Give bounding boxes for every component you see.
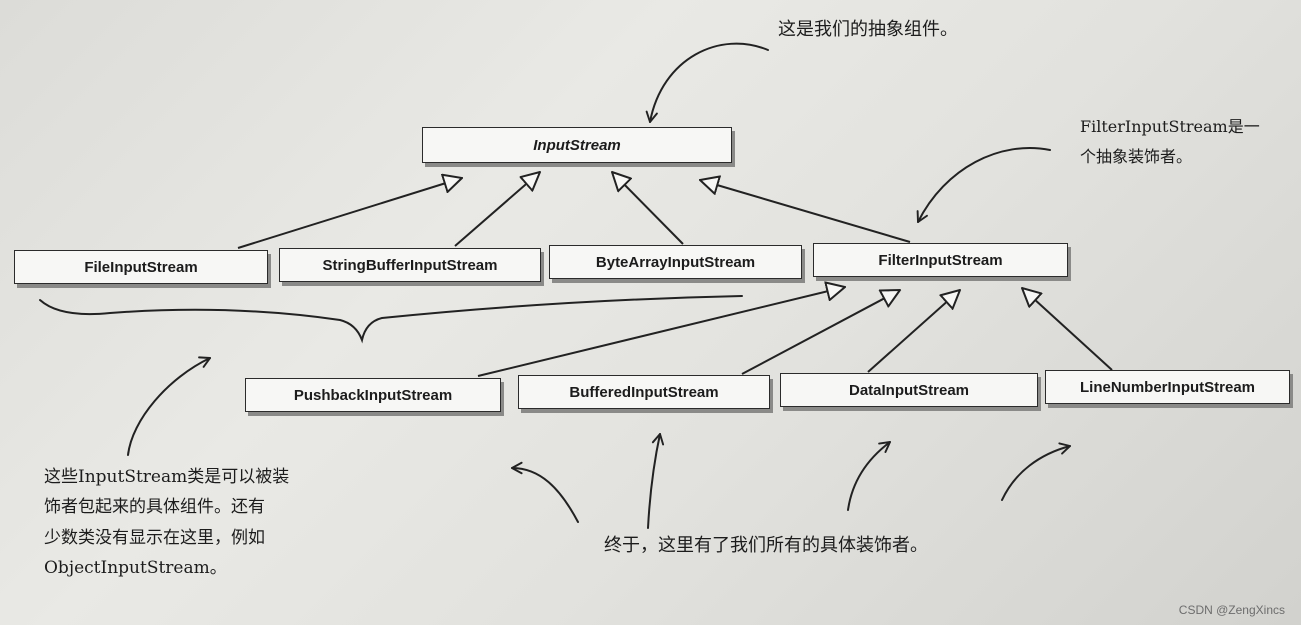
pointer-arrow-abstract-decorator — [916, 147, 1051, 223]
class-filter-input-stream: FilterInputStream — [813, 243, 1068, 277]
inherit-edge-filter-input-stream — [700, 180, 911, 243]
note-abstract-decorator-line2: 个抽象装饰者。 — [1080, 146, 1193, 166]
pointer-arrow-decorator-pushback — [511, 461, 579, 523]
note-concrete-components-line3: 少数类没有显示在这里，例如 — [44, 527, 265, 548]
inherit-edge-file-input-stream — [237, 178, 462, 249]
class-string-buffer-input-stream: StringBufferInputStream — [279, 248, 541, 282]
note-concrete-components-line2: 饰者包起来的具体组件。还有 — [44, 497, 265, 518]
note-concrete-components-line1: 这些InputStream类是可以被装 — [44, 467, 290, 487]
inherit-edge-line-number-input-stream — [1022, 288, 1113, 371]
note-abstract-decorator-line1: FilterInputStream是一 — [1080, 117, 1260, 136]
class-pushback-input-stream: PushbackInputStream — [245, 378, 501, 412]
pointer-arrow-decorator-line-number — [1001, 442, 1071, 501]
inherit-edge-pushback-input-stream — [477, 287, 845, 377]
pointer-arrow-decorator-buffered — [647, 433, 665, 529]
note-concrete-components-line4: ObjectInputStream。 — [44, 557, 227, 578]
watermark: CSDN @ZengXincs — [1178, 603, 1285, 617]
inherit-edge-byte-array-input-stream — [612, 172, 684, 245]
class-input-stream: InputStream — [422, 127, 732, 163]
class-buffered-input-stream: BufferedInputStream — [518, 375, 770, 409]
note-abstract-decorator: FilterInputStream是一 个抽象装饰者。 — [1080, 112, 1260, 171]
pointer-arrow-concrete-components — [127, 356, 211, 456]
class-data-input-stream: DataInputStream — [780, 373, 1038, 407]
pointer-arrow-decorator-data — [847, 441, 891, 511]
inherit-edge-data-input-stream — [867, 290, 960, 373]
note-concrete-decorators: 终于，这里有了我们所有的具体装饰者。 — [604, 535, 928, 556]
inherit-edge-buffered-input-stream — [741, 290, 900, 375]
class-line-number-input-stream: LineNumberInputStream — [1045, 370, 1290, 404]
pointer-arrow-abstract-component — [645, 42, 769, 123]
note-abstract-component: 这是我们的抽象组件。 — [778, 19, 958, 40]
curly-brace — [39, 295, 743, 344]
inherit-edge-string-buffer-input-stream — [454, 172, 540, 247]
note-concrete-components: 这些InputStream类是可以被装 饰者包起来的具体组件。还有 少数类没有显… — [44, 462, 289, 583]
class-byte-array-input-stream: ByteArrayInputStream — [549, 245, 802, 279]
class-file-input-stream: FileInputStream — [14, 250, 268, 284]
